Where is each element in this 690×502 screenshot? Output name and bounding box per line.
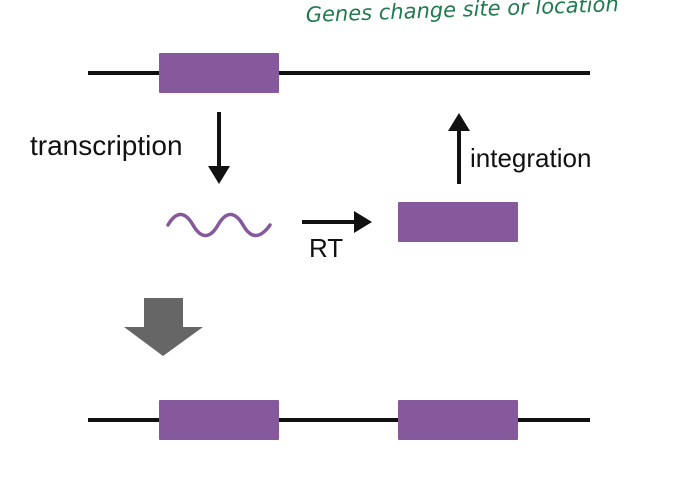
integration-label: integration xyxy=(470,143,591,173)
arrow-up-icon xyxy=(448,113,470,184)
handwritten-annotation: Genes change site or location xyxy=(305,0,619,27)
inserted-gene-copy xyxy=(398,400,518,440)
rna-transcript-wave xyxy=(166,212,272,238)
cdna-copy-gene xyxy=(398,202,518,242)
transcription-label: transcription xyxy=(30,130,183,161)
arrow-right-icon xyxy=(302,211,372,233)
block-arrow-down-icon xyxy=(124,298,203,356)
source-gene xyxy=(159,53,279,93)
rt-label: RT xyxy=(309,233,343,263)
original-gene xyxy=(159,400,279,440)
arrow-down-icon xyxy=(208,112,230,184)
